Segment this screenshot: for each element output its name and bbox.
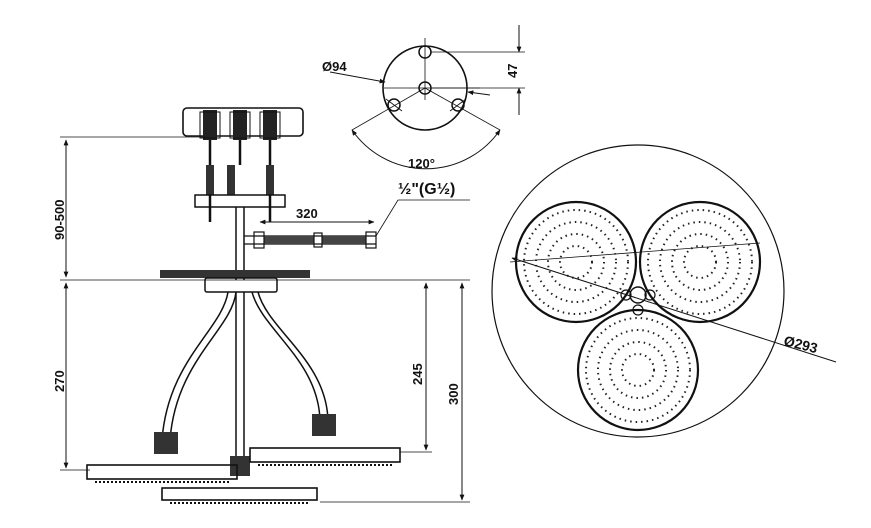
heads-bottom-view bbox=[491, 144, 837, 438]
inlet-angle-label: 120° bbox=[408, 156, 435, 171]
hose-length-label: 320 bbox=[296, 206, 318, 221]
head-c-spray-pattern bbox=[585, 317, 691, 423]
plate-offset-label: 47 bbox=[505, 64, 520, 78]
height-dimensions bbox=[60, 136, 470, 503]
plate-diameter-label: Ø94 bbox=[322, 59, 347, 74]
mounting-plate-top-view bbox=[329, 25, 525, 170]
head-a-spray-pattern bbox=[523, 209, 629, 315]
middle-head-drop-label: 245 bbox=[410, 363, 425, 385]
hose-length-dimension bbox=[259, 199, 470, 237]
head-b-spray-pattern bbox=[647, 209, 753, 315]
upper-head-drop-label: 270 bbox=[52, 370, 67, 392]
ceiling-height-label: 90-500 bbox=[52, 200, 67, 240]
thread-size-label: ½"(G½) bbox=[398, 181, 455, 198]
shower-side-view bbox=[86, 107, 401, 504]
outer-diameter-label: Ø293 bbox=[782, 332, 819, 356]
lower-head-drop-label: 300 bbox=[446, 383, 461, 405]
